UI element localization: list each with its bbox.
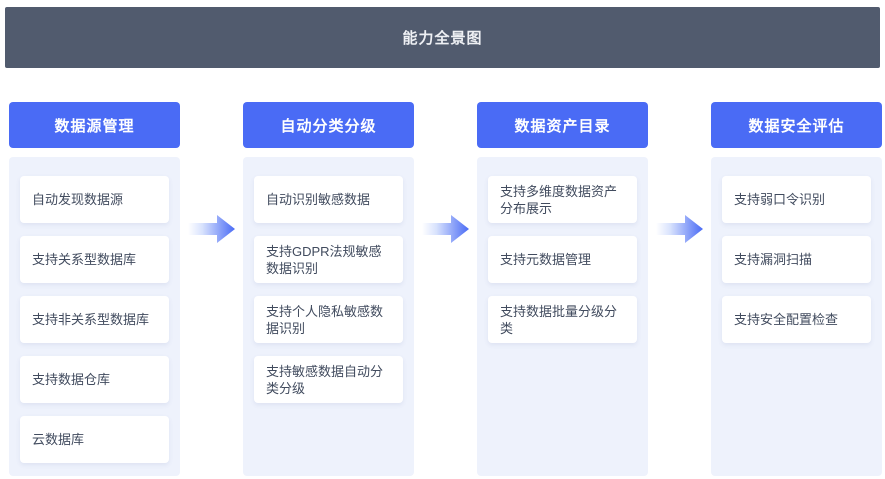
capability-card: 支持多维度数据资产分布展示 — [488, 176, 637, 223]
flow-gap — [180, 102, 243, 244]
column-panel: 自动识别敏感数据支持GDPR法规敏感数据识别支持个人隐私敏感数据识别支持敏感数据… — [243, 157, 414, 476]
column-panel: 支持多维度数据资产分布展示支持元数据管理支持数据批量分级分类 — [477, 157, 648, 476]
right-arrow-icon — [187, 215, 235, 243]
column-panel: 支持弱口令识别支持漏洞扫描支持安全配置检查 — [711, 157, 882, 476]
capability-column: 数据资产目录支持多维度数据资产分布展示支持元数据管理支持数据批量分级分类 — [477, 102, 648, 476]
capability-card: 支持安全配置检查 — [722, 296, 871, 343]
column-header: 数据安全评估 — [711, 102, 882, 148]
capability-card: 支持敏感数据自动分类分级 — [254, 356, 403, 403]
capability-flow: 数据源管理自动发现数据源支持关系型数据库支持非关系型数据库支持数据仓库云数据库自… — [9, 102, 885, 476]
capability-panorama-banner: 能力全景图 — [5, 7, 880, 68]
capability-card: 云数据库 — [20, 416, 169, 463]
capability-card: 支持个人隐私敏感数据识别 — [254, 296, 403, 343]
flow-gap — [648, 102, 711, 244]
right-arrow-icon — [421, 215, 469, 243]
capability-card: 支持GDPR法规敏感数据识别 — [254, 236, 403, 283]
column-panel: 自动发现数据源支持关系型数据库支持非关系型数据库支持数据仓库云数据库 — [9, 157, 180, 476]
capability-card: 支持数据仓库 — [20, 356, 169, 403]
capability-card: 自动发现数据源 — [20, 176, 169, 223]
capability-card: 支持元数据管理 — [488, 236, 637, 283]
column-header: 自动分类分级 — [243, 102, 414, 148]
flow-gap — [414, 102, 477, 244]
column-header: 数据资产目录 — [477, 102, 648, 148]
capability-card: 支持非关系型数据库 — [20, 296, 169, 343]
banner-title: 能力全景图 — [402, 30, 483, 47]
capability-card: 支持漏洞扫描 — [722, 236, 871, 283]
capability-card: 支持数据批量分级分类 — [488, 296, 637, 343]
capability-card: 支持弱口令识别 — [722, 176, 871, 223]
capability-column: 数据安全评估支持弱口令识别支持漏洞扫描支持安全配置检查 — [711, 102, 882, 476]
capability-column: 数据源管理自动发现数据源支持关系型数据库支持非关系型数据库支持数据仓库云数据库 — [9, 102, 180, 476]
right-arrow-icon — [655, 215, 703, 243]
capability-card: 自动识别敏感数据 — [254, 176, 403, 223]
capability-column: 自动分类分级自动识别敏感数据支持GDPR法规敏感数据识别支持个人隐私敏感数据识别… — [243, 102, 414, 476]
capability-card: 支持关系型数据库 — [20, 236, 169, 283]
column-header: 数据源管理 — [9, 102, 180, 148]
